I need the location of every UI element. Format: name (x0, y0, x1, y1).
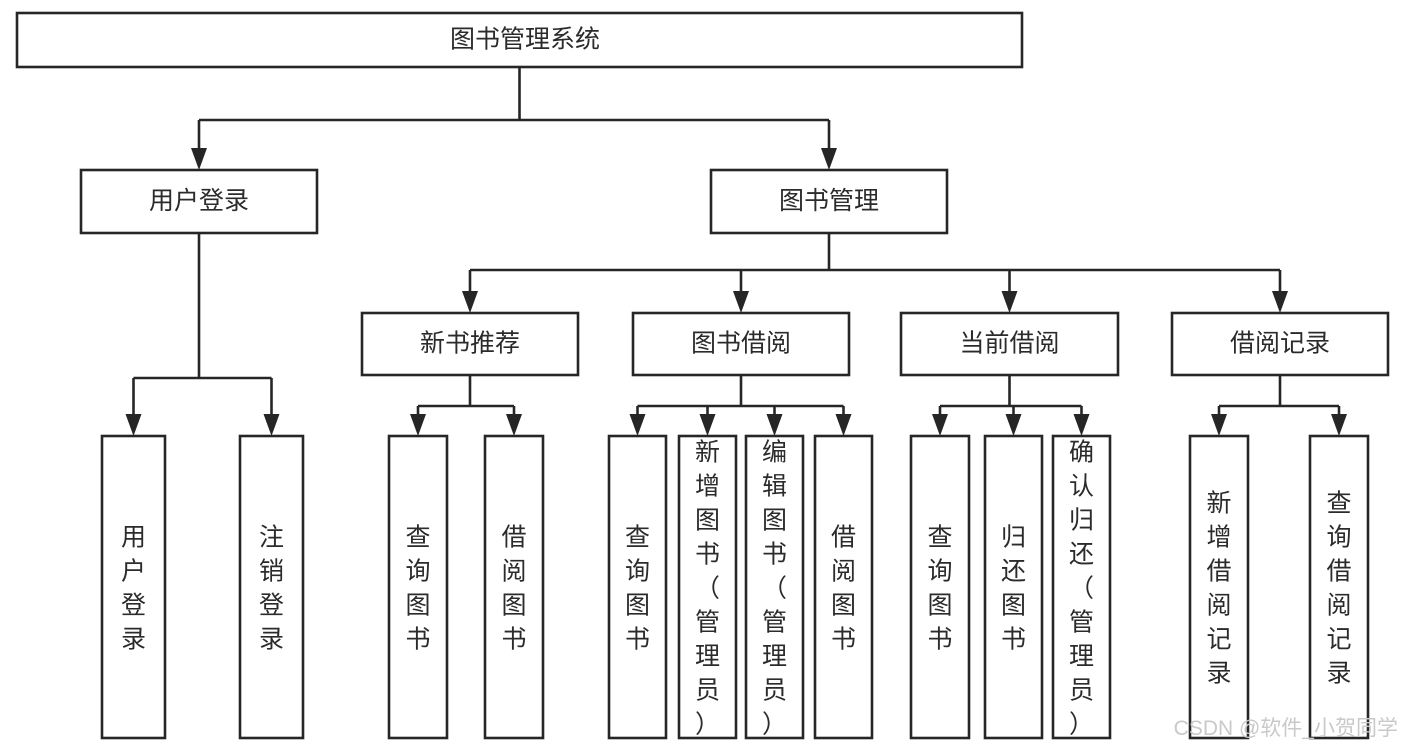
csdn-watermark: CSDN @软件_小贺同学 (1174, 717, 1398, 740)
connector-group-book-manage (462, 233, 1288, 313)
node-leaf-query-record[interactable]: 查询借阅记录 (1308, 434, 1370, 740)
node-leaf-user-login[interactable]: 用户登录 (100, 434, 167, 740)
node-label: 新增图书（管理员） (695, 439, 720, 739)
node-book-borrow[interactable]: 图书借阅 (631, 311, 851, 377)
node-label: 编辑图书（管理员） (762, 439, 787, 739)
node-label: 确认归还（管理员） (1069, 439, 1094, 739)
node-leaf-add-book[interactable]: 新增图书（管理员） (677, 434, 738, 740)
node-label: 图书管理 (779, 187, 879, 215)
node-label: 图书管理系统 (450, 26, 600, 54)
node-label: 借阅记录 (1230, 330, 1330, 358)
node-label: 查询图书 (927, 524, 952, 654)
connectors-layer (125, 67, 1347, 436)
node-root[interactable]: 图书管理系统 (15, 11, 1024, 69)
node-leaf-query-book-2[interactable]: 查询图书 (607, 434, 668, 740)
node-current-borrow[interactable]: 当前借阅 (899, 311, 1120, 377)
node-new-book-recommend[interactable]: 新书推荐 (360, 311, 580, 377)
node-leaf-confirm-return[interactable]: 确认归还（管理员） (1051, 434, 1112, 740)
node-label: 用户登录 (149, 187, 249, 215)
connector-group-current-borrow (932, 375, 1090, 436)
node-leaf-user-logout[interactable]: 注销登录 (238, 434, 305, 740)
node-label: 查询图书 (625, 524, 650, 654)
node-label: 查询借阅记录 (1326, 490, 1351, 688)
node-leaf-query-book-1[interactable]: 查询图书 (387, 434, 449, 740)
node-book-manage[interactable]: 图书管理 (709, 168, 949, 235)
node-user-login[interactable]: 用户登录 (79, 168, 319, 235)
connector-group-user-login (125, 233, 280, 436)
node-leaf-borrow-book-2[interactable]: 借阅图书 (813, 434, 874, 740)
node-label: 查询图书 (405, 524, 430, 654)
node-label: 新书推荐 (420, 330, 520, 358)
node-leaf-add-record[interactable]: 新增借阅记录 (1188, 434, 1250, 740)
connector-group-new-book-recommend (410, 375, 522, 436)
node-label: 当前借阅 (959, 330, 1059, 358)
node-label: 用户登录 (121, 524, 146, 654)
nodes-layer: 图书管理系统用户登录图书管理新书推荐图书借阅当前借阅借阅记录用户登录注销登录查询… (15, 11, 1390, 740)
node-label: 注销登录 (259, 524, 284, 654)
node-leaf-borrow-book-1[interactable]: 借阅图书 (483, 434, 545, 740)
node-label: 借阅图书 (501, 524, 526, 654)
node-label: 借阅图书 (831, 524, 856, 654)
node-leaf-query-book-3[interactable]: 查询图书 (909, 434, 971, 740)
node-label: 新增借阅记录 (1206, 490, 1231, 688)
connector-group-book-borrow (629, 375, 852, 436)
node-label: 归还图书 (1001, 524, 1026, 654)
node-borrow-record[interactable]: 借阅记录 (1170, 311, 1390, 377)
node-label: 图书借阅 (691, 330, 791, 358)
connector-group-root (191, 67, 837, 170)
node-leaf-edit-book[interactable]: 编辑图书（管理员） (744, 434, 805, 740)
node-leaf-return-book[interactable]: 归还图书 (983, 434, 1044, 740)
connector-group-borrow-record (1211, 375, 1347, 436)
